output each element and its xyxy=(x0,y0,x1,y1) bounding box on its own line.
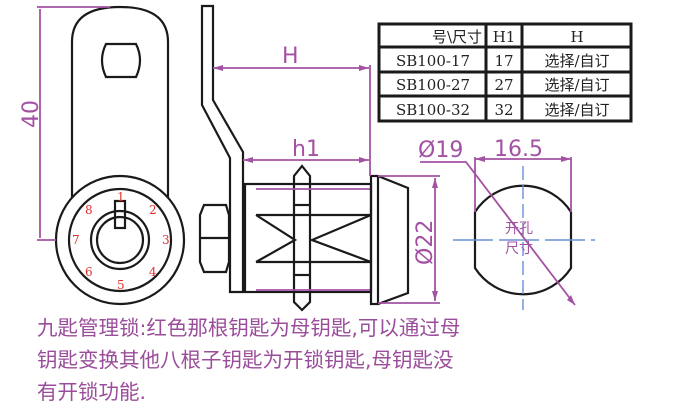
key-number: 2 xyxy=(149,203,157,217)
key-cylinder-outer xyxy=(89,209,151,271)
front-view: 40 1 2 3 4 5 6 7 8 xyxy=(19,5,186,306)
bezel xyxy=(377,174,410,306)
table-cell: SB100-17 xyxy=(396,52,470,70)
key-number: 3 xyxy=(162,233,170,247)
table-cell: 27 xyxy=(494,76,513,94)
side-view: H h1 Ø22 xyxy=(198,4,440,312)
dim-22-label: Ø22 xyxy=(413,220,438,265)
key-number: 5 xyxy=(117,278,125,292)
spec-table: 号\尺寸 H1 H SB100-17 17 选择/自订 SB100-27 27 … xyxy=(377,22,633,123)
table-header: H1 xyxy=(493,28,516,46)
key-number: 6 xyxy=(85,265,93,279)
key-slot xyxy=(113,199,127,230)
hole-label: 尺寸 xyxy=(505,241,533,257)
table-header: H xyxy=(570,28,583,46)
cam-tab xyxy=(70,5,170,198)
dim-H-label: H xyxy=(282,44,299,69)
hex-nut xyxy=(198,203,231,274)
caption-line: 九匙管理锁:红色那根钥匙为母钥匙,可以通过母 xyxy=(37,316,461,340)
table-cell: 17 xyxy=(494,52,513,70)
dim-leader-19 xyxy=(420,161,576,306)
table-cell: SB100-32 xyxy=(396,101,470,119)
table-cell: 选择/自订 xyxy=(544,101,609,119)
flange xyxy=(369,174,380,306)
cutout-shape xyxy=(473,184,573,296)
table-cell: SB100-27 xyxy=(396,76,470,94)
panel-cutout-view: 16.5 Ø19 开孔 尺寸 xyxy=(418,137,595,310)
table-cell: 选择/自订 xyxy=(544,76,609,94)
key-number: 7 xyxy=(72,233,80,247)
dim-40-label: 40 xyxy=(19,100,44,128)
dim-19-label: Ø19 xyxy=(418,138,463,163)
caption-line: 有开锁功能. xyxy=(37,380,147,404)
hole-label: 开孔 xyxy=(505,221,533,237)
table-cell: 选择/自订 xyxy=(544,52,609,70)
lock-face-inner xyxy=(67,187,173,293)
key-number: 4 xyxy=(149,265,157,279)
key-number: 8 xyxy=(85,203,93,217)
cam-slot xyxy=(100,42,142,79)
cam-bracket xyxy=(200,4,245,294)
caption-line: 钥匙变换其他八根子钥匙为开锁钥匙,母钥匙没 xyxy=(37,348,454,372)
mounting-nut xyxy=(292,164,312,312)
description-caption: 九匙管理锁:红色那根钥匙为母钥匙,可以通过母 钥匙变换其他八根子钥匙为开锁钥匙,… xyxy=(37,312,637,408)
dim-h1-label: h1 xyxy=(292,137,320,162)
table-cell: 32 xyxy=(494,101,513,119)
key-number: 1 xyxy=(117,190,125,204)
dim-16-5-label: 16.5 xyxy=(494,137,543,162)
key-cylinder-inner xyxy=(95,215,145,265)
table-header: 号\尺寸 xyxy=(432,28,482,46)
